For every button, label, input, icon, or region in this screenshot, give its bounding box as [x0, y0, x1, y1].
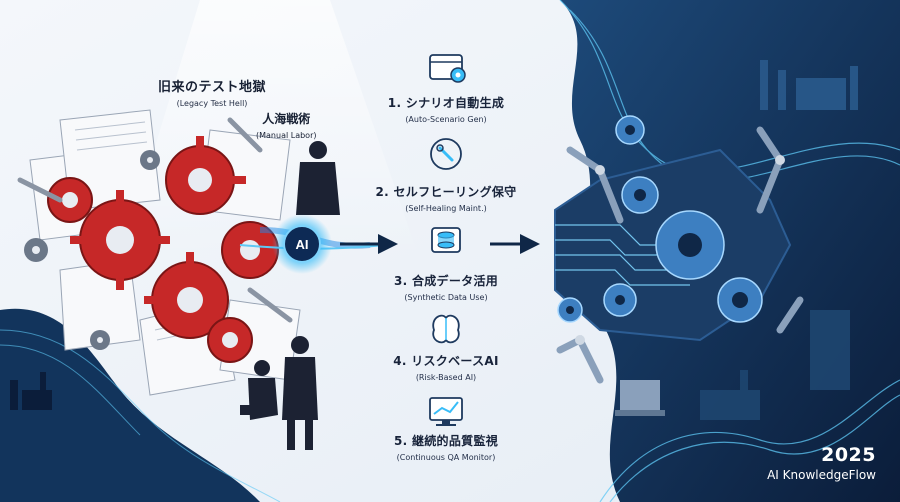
step-4: 4. リスクベースAI (Risk-Based AI): [356, 352, 536, 382]
ai-badge: AI: [296, 237, 309, 252]
footer-branding: 2025 AI KnowledgeFlow: [767, 444, 876, 482]
step-5-en: (Continuous QA Monitor): [396, 453, 496, 462]
step-3-en: (Synthetic Data Use): [404, 293, 488, 302]
step-3-ja: 3. 合成データ活用: [393, 274, 499, 288]
step-5: 5. 継続的品質監視 (Continuous QA Monitor): [356, 432, 536, 462]
step-1: 1. シナリオ自動生成 (Auto-Scenario Gen): [356, 94, 536, 124]
repair-wrench-icon: [430, 138, 462, 170]
settings-window-icon: [429, 54, 466, 83]
manual-labor-label: 人海戦術 (Manual Labor): [256, 110, 316, 140]
manual-labor-ja: 人海戦術: [262, 112, 311, 126]
legacy-title-en: (Legacy Test Hell): [176, 99, 248, 108]
step-2-en: (Self-Healing Maint.): [405, 204, 487, 213]
footer-year: 2025: [821, 444, 876, 466]
step-2-ja: 2. セルフヒーリング保守: [375, 185, 517, 199]
step-4-ja: 4. リスクベースAI: [393, 354, 499, 368]
step-4-en: (Risk-Based AI): [415, 373, 477, 382]
footer-brand: AI KnowledgeFlow: [767, 468, 876, 482]
manual-labor-en: (Manual Labor): [256, 131, 317, 140]
monitor-chart-icon: [429, 397, 463, 426]
legacy-title-ja: 旧来のテスト地獄: [158, 80, 267, 95]
legacy-test-hell-title: 旧来のテスト地獄 (Legacy Test Hell): [158, 76, 266, 108]
step-5-ja: 5. 継続的品質監視: [393, 434, 499, 448]
step-1-ja: 1. シナリオ自動生成: [387, 96, 505, 110]
step-1-en: (Auto-Scenario Gen): [405, 115, 487, 124]
step-2: 2. セルフヒーリング保守 (Self-Healing Maint.): [356, 183, 536, 213]
brain-icon: [432, 314, 460, 344]
database-cube-icon: [431, 227, 461, 253]
step-3: 3. 合成データ活用 (Synthetic Data Use): [356, 272, 536, 302]
